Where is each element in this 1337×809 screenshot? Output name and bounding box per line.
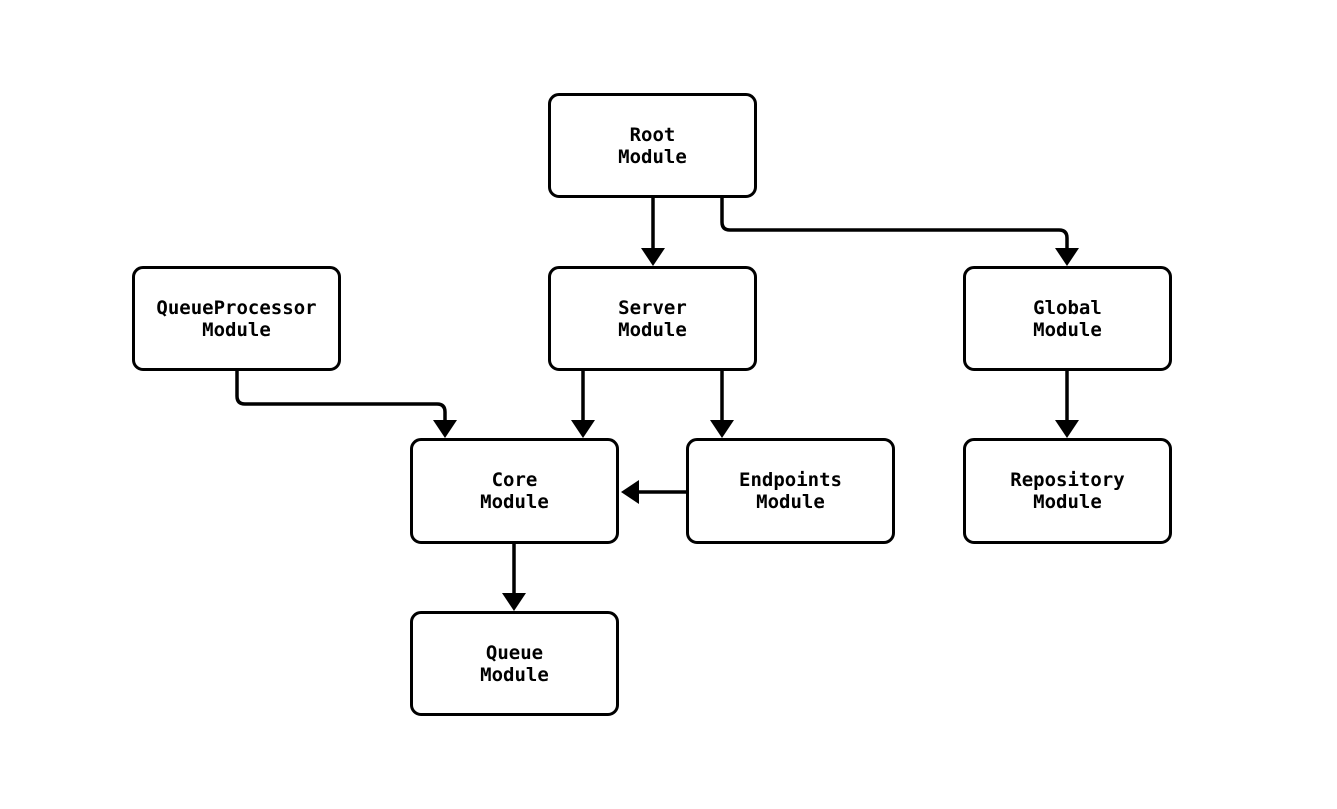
edge-core-to-queue [502,544,526,611]
node-queue-module-label: Queue Module [480,641,549,686]
node-root-module-label: Root Module [618,123,687,168]
node-queueprocessor-module: QueueProcessor Module [132,266,341,371]
node-global-module: Global Module [963,266,1172,371]
edge-server-to-endpoints [710,371,734,438]
edge-endpoints-to-core [621,480,686,504]
edge-queueprocessor-to-core [235,371,457,438]
edge-root-to-global [720,198,1079,266]
node-endpoints-module-label: Endpoints Module [739,469,842,513]
edge-global-to-repository [1055,371,1079,438]
node-core-module: Core Module [410,438,619,544]
node-repository-module-label: Repository Module [1010,469,1125,513]
node-queue-module: Queue Module [410,611,619,716]
node-global-module-label: Global Module [1033,296,1102,341]
edge-root-to-server [641,198,665,266]
node-queueprocessor-module-label: QueueProcessor Module [156,296,317,341]
edge-server-to-core [571,371,595,438]
node-root-module: Root Module [548,93,757,198]
node-server-module: Server Module [548,266,757,371]
node-core-module-label: Core Module [480,469,549,513]
node-server-module-label: Server Module [618,296,687,341]
node-endpoints-module: Endpoints Module [686,438,895,544]
node-repository-module: Repository Module [963,438,1172,544]
